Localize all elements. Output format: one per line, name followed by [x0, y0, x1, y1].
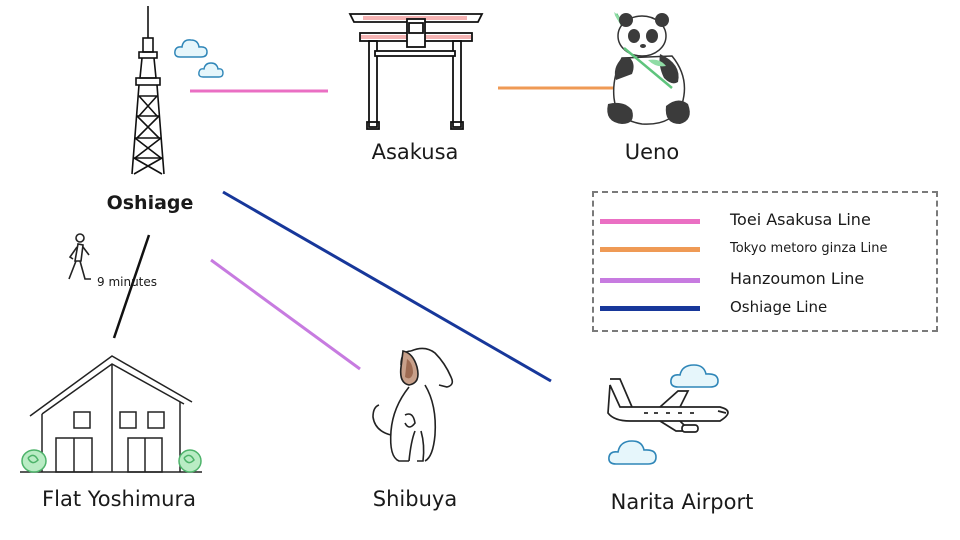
legend-swatch	[600, 247, 700, 252]
legend-item-ginza: Tokyo metoro ginza Line	[600, 238, 930, 260]
station-label-flat: Flat Yoshimura	[42, 487, 196, 511]
legend-label: Tokyo metoro ginza Line	[730, 241, 888, 256]
house-icon	[20, 355, 202, 473]
cloud-icon	[608, 440, 657, 465]
walking-person-icon	[68, 233, 91, 280]
skytree-icon	[131, 6, 165, 175]
station-label-oshiage: Oshiage	[106, 192, 194, 214]
cloud-icon	[174, 39, 208, 58]
station-label-asakusa: Asakusa	[371, 140, 459, 164]
torii-gate-icon	[348, 13, 484, 130]
legend-label: Toei Asakusa Line	[730, 210, 871, 229]
legend-item-toei-asakusa: Toei Asakusa Line	[600, 210, 930, 232]
hanzoumon-line	[210, 258, 361, 371]
walking-path-line	[112, 234, 151, 339]
cloud-icon	[198, 62, 224, 78]
legend-swatch	[600, 306, 700, 311]
station-label-ueno: Ueno	[624, 140, 680, 164]
legend: Toei Asakusa Line Tokyo metoro ginza Lin…	[592, 191, 938, 332]
legend-label: Hanzoumon Line	[730, 269, 865, 288]
walk-time-label: 9 minutes	[97, 275, 158, 289]
legend-item-hanzoumon: Hanzoumon Line	[600, 269, 930, 291]
legend-swatch	[600, 278, 700, 283]
airplane-icon	[607, 378, 729, 433]
station-label-shibuya: Shibuya	[372, 487, 458, 511]
oshiage-line	[222, 190, 552, 383]
legend-item-oshiage: Oshiage Line	[600, 297, 930, 319]
station-label-narita: Narita Airport	[610, 490, 754, 514]
legend-swatch	[600, 219, 700, 224]
cloud-icon	[670, 364, 719, 388]
panda-icon	[607, 12, 690, 125]
legend-label: Oshiage Line	[730, 298, 828, 316]
dog-icon	[372, 347, 454, 462]
